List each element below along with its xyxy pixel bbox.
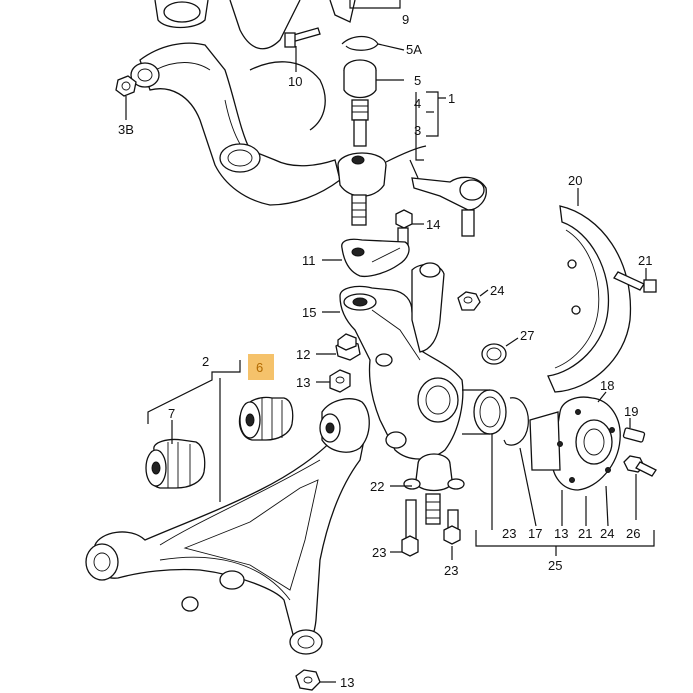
label-7: 7	[168, 406, 175, 421]
upper-control-arm	[130, 0, 356, 206]
label-24-top: 24	[490, 283, 504, 298]
circlip-5a	[341, 35, 379, 51]
brake-shield	[547, 205, 632, 393]
label-4: 4	[414, 96, 421, 111]
pin-19	[622, 427, 646, 443]
wheel-bearing	[462, 389, 507, 435]
label-6: 6	[256, 360, 263, 375]
label-17: 17	[528, 526, 542, 541]
bolt-10	[284, 27, 321, 48]
label-23-left: 23	[372, 545, 386, 560]
nut-24	[457, 291, 481, 311]
label-26: 26	[626, 526, 640, 541]
label-13-group: 13	[554, 526, 568, 541]
label-10: 10	[288, 74, 302, 89]
label-23-group: 23	[502, 526, 516, 541]
lower-control-arm	[85, 415, 367, 655]
steering-knuckle	[339, 262, 464, 460]
label-25: 25	[548, 558, 562, 573]
part-labels: 9 5A 5 4 1 3 10 3B 20 14 11 21 24 15 27 …	[118, 12, 652, 690]
clamp-11	[341, 238, 410, 278]
label-23-right: 23	[444, 563, 458, 578]
tie-rod-end	[411, 176, 487, 237]
nut-13-lower	[295, 669, 321, 691]
label-5: 5	[414, 73, 421, 88]
label-12: 12	[296, 347, 310, 362]
circlip-17	[503, 397, 529, 446]
bolt-23-right	[443, 509, 461, 545]
label-13-upper: 13	[296, 375, 310, 390]
highlight-box-part-6	[248, 354, 274, 380]
bolt-21	[613, 271, 657, 293]
nut-12	[335, 333, 361, 361]
ball-joint-22	[403, 453, 465, 525]
label-21-group: 21	[578, 526, 592, 541]
nut-3b	[115, 75, 137, 97]
label-21-top: 21	[638, 253, 652, 268]
nut-13-upper	[329, 369, 351, 393]
bushing-6	[238, 396, 294, 441]
bushing-7	[145, 438, 206, 489]
label-24-group: 24	[600, 526, 614, 541]
label-2: 2	[202, 354, 209, 369]
label-14: 14	[426, 217, 440, 232]
label-11: 11	[302, 253, 316, 268]
label-13-bottom: 13	[340, 675, 354, 690]
bolt-26	[623, 455, 657, 477]
ball-joint-3	[337, 152, 387, 226]
label-19: 19	[624, 404, 638, 419]
label-20: 20	[568, 173, 582, 188]
bolt-23-left	[401, 499, 419, 557]
label-9: 9	[402, 12, 409, 27]
leader-lines	[125, 0, 655, 683]
ball-joint-5	[343, 59, 377, 147]
label-22: 22	[370, 479, 384, 494]
seal-27	[481, 343, 507, 365]
label-18: 18	[600, 378, 614, 393]
label-1: 1	[448, 91, 455, 106]
label-3b: 3B	[118, 122, 134, 137]
bushing-mount-arm	[319, 398, 370, 453]
label-5a: 5A	[406, 42, 422, 57]
label-3: 3	[414, 123, 421, 138]
label-15: 15	[302, 305, 316, 320]
wheel-hub	[529, 396, 621, 491]
label-27: 27	[520, 328, 534, 343]
